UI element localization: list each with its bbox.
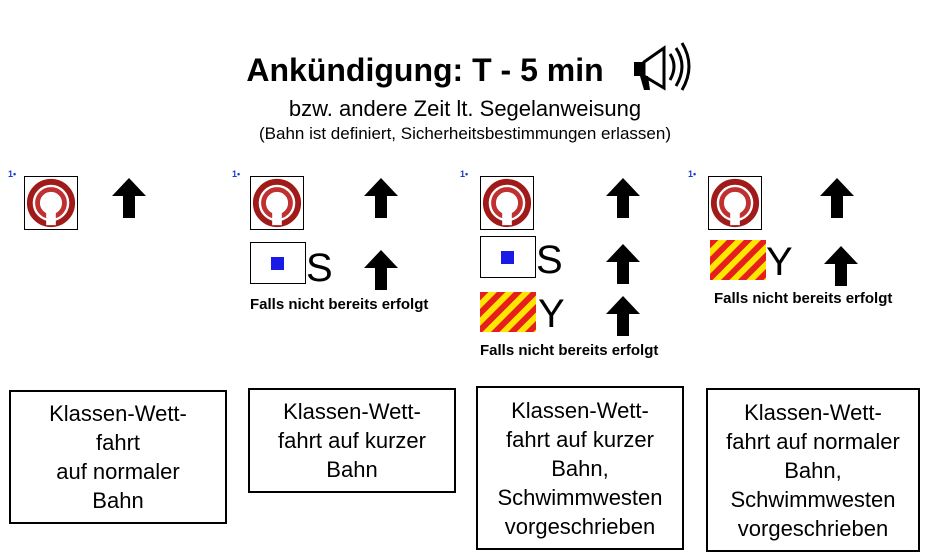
arrow-up-icon (606, 296, 640, 336)
class-flag-icon (24, 176, 78, 230)
y-flag-icon (480, 292, 536, 332)
flag-note: Falls nicht bereits erfolgt (714, 290, 893, 307)
arrow-up-icon (820, 178, 854, 218)
s-flag-icon (250, 242, 306, 284)
arrow-up-icon (824, 246, 858, 286)
class-flag-icon (250, 176, 304, 230)
arrow-up-icon (364, 250, 398, 290)
class-flag-icon (708, 176, 762, 230)
page-title: Ankündigung: T - 5 min (246, 52, 604, 88)
race-type-box: Klassen-Wett- fahrt auf kurzer Bahn (248, 388, 456, 493)
race-type-box: Klassen-Wett- fahrt auf kurzer Bahn, Sch… (476, 386, 684, 550)
flag-note: Falls nicht bereits erfolgt (480, 342, 659, 359)
subtitle: bzw. andere Zeit lt. Segelanweisung (288, 96, 642, 121)
subtitle-note: (Bahn ist definiert, Sicherheitsbestimmu… (259, 124, 671, 143)
arrow-up-icon (364, 178, 398, 218)
y-flag-icon (710, 240, 766, 280)
flag-letter-y: Y (766, 240, 793, 284)
arrow-up-icon (606, 244, 640, 284)
flag-note: Falls nicht bereits erfolgt (250, 296, 429, 313)
megaphone-icon (630, 40, 696, 92)
step-marker: 1• (8, 169, 17, 179)
arrow-up-icon (112, 178, 146, 218)
class-flag-icon (480, 176, 534, 230)
flag-letter-s: S (306, 246, 333, 290)
step-marker: 1• (232, 169, 241, 179)
race-type-box: Klassen-Wett- fahrt auf normaler Bahn, S… (706, 388, 920, 552)
flag-letter-s: S (536, 238, 563, 282)
step-marker: 1• (688, 169, 697, 179)
arrow-up-icon (606, 178, 640, 218)
step-marker: 1• (460, 169, 469, 179)
s-flag-icon (480, 236, 536, 278)
flag-letter-y: Y (538, 292, 565, 336)
race-type-box: Klassen-Wett- fahrt auf normaler Bahn (9, 390, 227, 524)
